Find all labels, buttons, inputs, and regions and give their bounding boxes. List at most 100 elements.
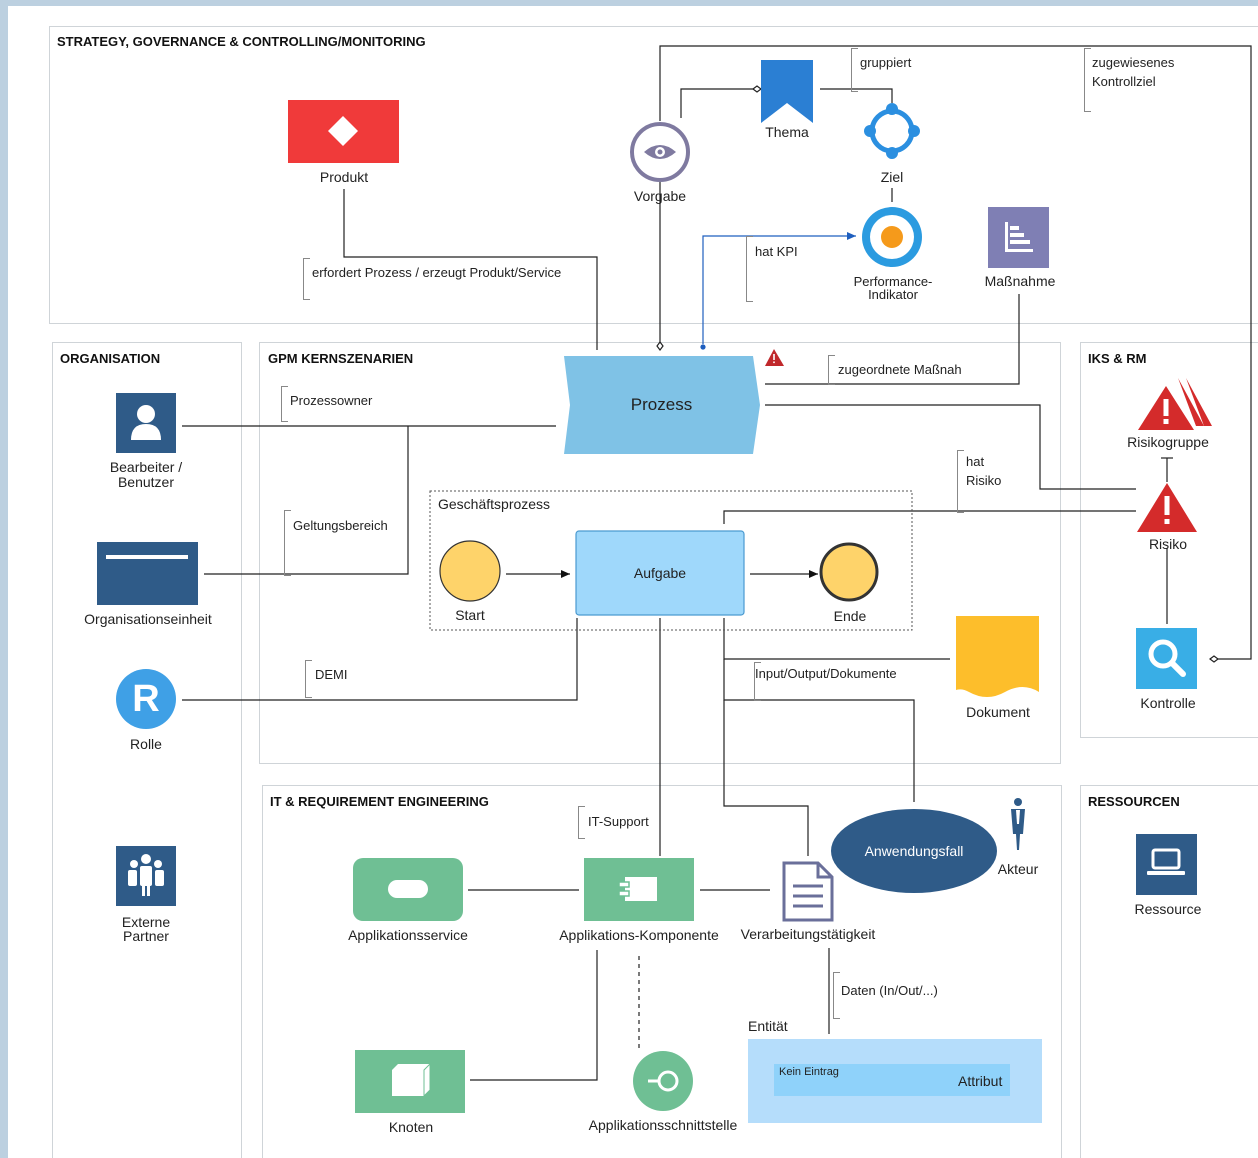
bearbeiter-label-2: Benutzer — [117, 474, 175, 490]
start-event — [439, 540, 501, 602]
bracket-hat-risiko — [957, 450, 964, 513]
geschaeftsprozess-frame — [429, 490, 913, 631]
organisation-panel — [52, 342, 242, 1158]
prozess-shape — [564, 356, 760, 454]
iks-panel — [1080, 342, 1258, 738]
attribute-shape — [774, 1064, 1010, 1096]
crosshair-icon — [864, 103, 920, 159]
performance-label-2: Indikator — [868, 287, 918, 302]
start-label: Start — [455, 607, 485, 623]
ende-label: Ende — [833, 608, 867, 624]
label-zugewiesenes-2: Kontrollziel — [1092, 74, 1156, 89]
edge-knoten-appkomp — [470, 950, 598, 1081]
edge-prozess-kpi — [702, 232, 856, 344]
usecase-shape — [831, 809, 997, 893]
aufgabe-label: Aufgabe — [633, 565, 687, 581]
label-hat-risiko-1: hat — [966, 454, 985, 469]
kein-eintrag-label: Kein Eintrag — [779, 1066, 839, 1078]
label-daten: Daten (In/Out/...) — [841, 983, 938, 998]
connectors-layer — [97, 45, 1252, 1123]
organisation-title: ORGANISATION — [60, 351, 161, 366]
aufgabe-shape — [575, 530, 745, 616]
bracket-prozessowner — [281, 386, 288, 422]
thema-label: Thema — [765, 124, 809, 140]
bracket-kpi — [746, 236, 753, 302]
edge-vorgabe-thema — [680, 88, 753, 118]
ziel-label: Ziel — [880, 169, 904, 185]
edge-aufgabe-risiko — [723, 510, 1136, 524]
edge-thema-ziel — [820, 88, 893, 103]
anwendungsfall-label: Anwendungsfall — [864, 843, 964, 859]
ressourcen-title: RESSOURCEN — [1088, 794, 1180, 809]
label-zugeordnete: zugeordnete Maßnah — [838, 362, 962, 377]
performance-label-1: Performance- — [853, 274, 933, 289]
applikations-komponente-label: Applikations-Komponente — [559, 927, 719, 943]
label-prozessowner: Prozessowner — [290, 393, 373, 408]
node-icon — [355, 1050, 465, 1113]
magnifier-icon — [1136, 628, 1197, 689]
bracket-erfordert — [303, 258, 310, 300]
risk-group-icon — [1138, 378, 1212, 430]
akteur-label: Akteur — [997, 861, 1039, 877]
knoten-label: Knoten — [388, 1119, 434, 1135]
bracket-zugewiesenes — [1084, 48, 1091, 112]
organisationseinheit-label: Organisationseinheit — [84, 611, 212, 627]
user-icon — [116, 393, 176, 453]
externe-label-1: Externe — [121, 914, 171, 930]
prozess-label: Prozess — [630, 395, 693, 414]
risikogruppe-label: Risikogruppe — [1127, 434, 1209, 450]
edge-org-prozess — [204, 426, 409, 575]
bearbeiter-label-1: Bearbeiter / — [109, 459, 183, 475]
interface-icon — [633, 1051, 693, 1111]
bookmark-icon — [761, 60, 813, 123]
applikationsservice-label: Applikationsservice — [348, 927, 468, 943]
edge-prozess-risiko — [765, 404, 1136, 490]
edge-aufgabe-anwendungsfall — [723, 659, 915, 802]
actor-icon — [1011, 798, 1025, 850]
bracket-zugeordnete — [828, 355, 835, 385]
bracket-demi — [305, 660, 312, 698]
document-shape — [956, 616, 1039, 697]
eye-icon — [630, 122, 690, 182]
edge-rolle-aufgabe — [182, 618, 578, 701]
ressourcen-panel — [1080, 785, 1258, 1158]
massnahme-label: Maßnahme — [984, 273, 1056, 289]
org-unit-icon — [97, 542, 198, 605]
diagram-canvas: STRATEGY, GOVERNANCE & CONTROLLING/MONIT… — [8, 6, 1258, 1158]
externe-label-2: Partner — [123, 928, 169, 944]
edge-produkt-prozess — [343, 189, 598, 350]
laptop-icon — [1136, 834, 1197, 895]
label-demi: DEMI — [315, 667, 348, 682]
label-hat-risiko-2: Risiko — [966, 473, 1002, 488]
bracket-geltungsbereich — [284, 510, 291, 576]
rolle-circle — [116, 669, 176, 729]
verarbeitungstaetigkeit-label: Verarbeitungstätigkeit — [740, 926, 876, 942]
label-it-support: IT-Support — [588, 814, 649, 829]
gpm-title: GPM KERNSZENARIEN — [268, 351, 414, 366]
gantt-icon — [988, 207, 1049, 268]
dokument-label: Dokument — [966, 704, 1030, 720]
it-panel — [262, 785, 1062, 1158]
service-icon — [353, 858, 463, 921]
bracket-it-support — [578, 806, 585, 839]
applikationsschnittstelle-label: Applikationsschnittstelle — [588, 1117, 738, 1133]
it-title: IT & REQUIREMENT ENGINEERING — [270, 794, 489, 809]
label-zugewiesenes-1: zugewiesenes — [1092, 55, 1175, 70]
warning-icon — [765, 349, 784, 366]
document-icon — [782, 861, 834, 922]
end-event — [819, 542, 879, 602]
rolle-label: Rolle — [130, 736, 162, 752]
edge-massnahme-prozess — [765, 294, 1020, 385]
edge-aufgabe-verarbeitung — [723, 700, 809, 856]
ressource-label: Ressource — [1134, 901, 1202, 917]
bracket-gruppiert — [851, 48, 858, 92]
entitaet-label: Entität — [748, 1018, 788, 1034]
label-hat-kpi: hat KPI — [755, 244, 798, 259]
bracket-input — [754, 662, 761, 701]
label-geltungsbereich: Geltungsbereich — [293, 518, 388, 533]
rolle-letter: R — [132, 678, 160, 720]
strategy-panel — [49, 26, 1258, 324]
iks-title: IKS & RM — [1088, 351, 1147, 366]
edge-aufgabe-dokument — [723, 618, 950, 660]
attribut-label: Attribut — [958, 1073, 1003, 1089]
